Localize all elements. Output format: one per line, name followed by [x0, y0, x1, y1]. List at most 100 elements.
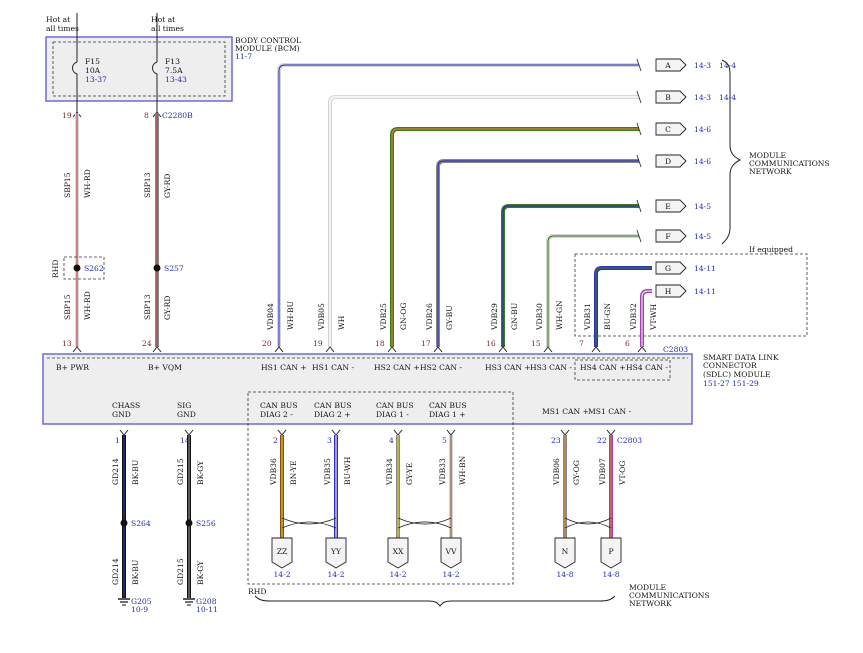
bcm-pin-19-arrow	[72, 111, 82, 118]
network-ref-4: 14-5	[694, 202, 711, 211]
network-connector-5-letter: F	[665, 232, 670, 241]
network-pin-1: 19	[313, 339, 323, 348]
ground-pin-1: 14	[180, 436, 190, 445]
bcm-fuse-area	[52, 41, 226, 97]
network-circuit-5: VDB30	[535, 303, 544, 331]
network-wire-mark-0	[636, 58, 642, 72]
network-color-1: WH	[337, 315, 346, 330]
network-circuit-4: VDB29	[490, 303, 499, 331]
sdlc-label-network-0: HS1 CAN +	[261, 363, 307, 372]
diag-pin-arrow-0	[277, 429, 287, 436]
network-circuit-1: VDB05	[317, 303, 326, 331]
bcm-module-box	[45, 36, 233, 102]
network-pin-arrow-2	[387, 346, 397, 353]
diag-connector-3	[440, 537, 462, 569]
bcm-pin-8: 8	[144, 111, 149, 120]
if-equipped-box	[574, 253, 808, 337]
network-wire-5-stripe	[547, 235, 639, 347]
network-ref-5: 14-5	[694, 232, 711, 241]
network-wire-mark-5	[636, 229, 642, 243]
bcm-title-line2: MODULE (BCM)	[235, 44, 300, 53]
ground-name-0: G205	[131, 597, 152, 606]
bcm-ref: 11-7	[235, 52, 252, 61]
network-pin-0: 20	[262, 339, 272, 348]
ground-color-1: BK-GY	[196, 460, 205, 485]
network-connector-1	[655, 90, 687, 104]
ground-color2-1: BK-GY	[196, 560, 205, 585]
network-wire-3-stripe	[437, 160, 639, 347]
sbp15-circuit-lower: SBP15	[63, 294, 72, 320]
diag-pin-3: 5	[442, 436, 447, 445]
hot-label-1a: Hot at	[46, 15, 70, 24]
sdlc-pin-13-arrow	[72, 346, 82, 353]
network-connector-7	[655, 284, 687, 298]
hot-label-1b: all times	[46, 24, 79, 33]
network-connector-0	[655, 58, 687, 72]
fuse-symbol-2	[152, 61, 158, 75]
ms-color-0: GY-OG	[572, 460, 581, 485]
network-connector-2-letter: C	[665, 125, 671, 134]
diag-pin-1: 3	[327, 436, 332, 445]
network-pin-4: 16	[486, 339, 496, 348]
network-connector-0-letter: A	[664, 61, 671, 70]
sdlc-label-network-4: HS3 CAN +	[485, 363, 531, 372]
network-wire-0-stripe	[278, 64, 639, 347]
sdlc-title-line3: (SDLC) MODULE	[703, 370, 771, 379]
network-top-line2: COMMUNICATIONS	[749, 159, 830, 168]
sdlc-label-network-1: HS1 CAN -	[312, 363, 354, 372]
ms-connector-tag-1	[600, 537, 622, 569]
sbp15-circuit-upper: SBP15	[63, 172, 72, 198]
ground-circuit2-1: GD215	[176, 558, 185, 585]
network-pin-6: 7	[579, 339, 584, 348]
sdlc-label-network-6: HS4 CAN +	[580, 363, 626, 372]
ms-label-1: MS1 CAN -	[588, 407, 632, 416]
ms-ref-0: 14-8	[556, 570, 573, 579]
network-bottom-line1: MODULE	[629, 583, 666, 592]
diag-pin-2: 4	[389, 436, 394, 445]
network-wire-4	[501, 204, 639, 347]
diag-connector-0	[271, 537, 293, 569]
network-color-7: VT-WH	[649, 303, 658, 331]
sdlc-label-network-5: HS3 CAN -	[530, 363, 572, 372]
sbp15-color-upper: WH-RD	[83, 169, 92, 198]
fuse-1-name: F15	[85, 57, 100, 66]
ground-circuit-0: GD214	[111, 458, 120, 485]
network-pin-arrow-3	[433, 346, 443, 353]
network-ref2-0: 14-4	[719, 61, 736, 70]
ms-connector-tag-1-letter: P	[608, 547, 613, 556]
sdlc-ref-1: 151-27	[703, 379, 730, 388]
diag-color-1: BU-WH	[343, 456, 352, 485]
sdlc-pin-24-arrow	[152, 346, 162, 353]
fuse-2-rating: 7.5A	[165, 66, 183, 75]
network-connector-4-letter: E	[665, 202, 671, 211]
network-brace-bottom	[254, 595, 616, 607]
diag-twist-1	[397, 517, 452, 529]
network-ref-2: 14-6	[694, 125, 711, 134]
sbp13-color-upper: GY-RD	[163, 174, 172, 198]
network-bottom-line3: NETWORK	[629, 599, 672, 608]
ground-label2-0: GND	[112, 410, 131, 419]
ground-splice-label-0: S264	[131, 519, 151, 528]
sbp15-color-lower: WH-RD	[83, 291, 92, 320]
ground-color2-0: BK-BU	[131, 559, 140, 585]
ms-connector-tag-0	[554, 537, 576, 569]
network-color-2: GN-OG	[399, 302, 408, 330]
diag-color-3: WH-BN	[458, 455, 467, 485]
sdlc-label-network-7: HS4 CAN -	[626, 363, 668, 372]
sdlc-title-line1: SMART DATA LINK	[703, 353, 779, 362]
network-wire-7-stripe	[641, 290, 652, 347]
diag-color-2: GY-YE	[405, 463, 414, 485]
network-wire-4-stripe	[502, 205, 639, 347]
network-pin-arrow-1	[325, 346, 335, 353]
network-pin-5: 15	[531, 339, 541, 348]
diag-circuit-2: VDB34	[385, 458, 394, 486]
network-bottom-line2: COMMUNICATIONS	[629, 591, 710, 600]
diag-label1-3: CAN BUS	[429, 401, 467, 410]
network-connector-2	[655, 122, 687, 136]
sbp13-color-lower: GY-RD	[163, 296, 172, 320]
rhd-label-bottom: RHD	[248, 587, 266, 596]
fuse-1-ref: 13-37	[85, 75, 107, 84]
sdlc-title-line2: CONNECTOR	[703, 361, 757, 370]
